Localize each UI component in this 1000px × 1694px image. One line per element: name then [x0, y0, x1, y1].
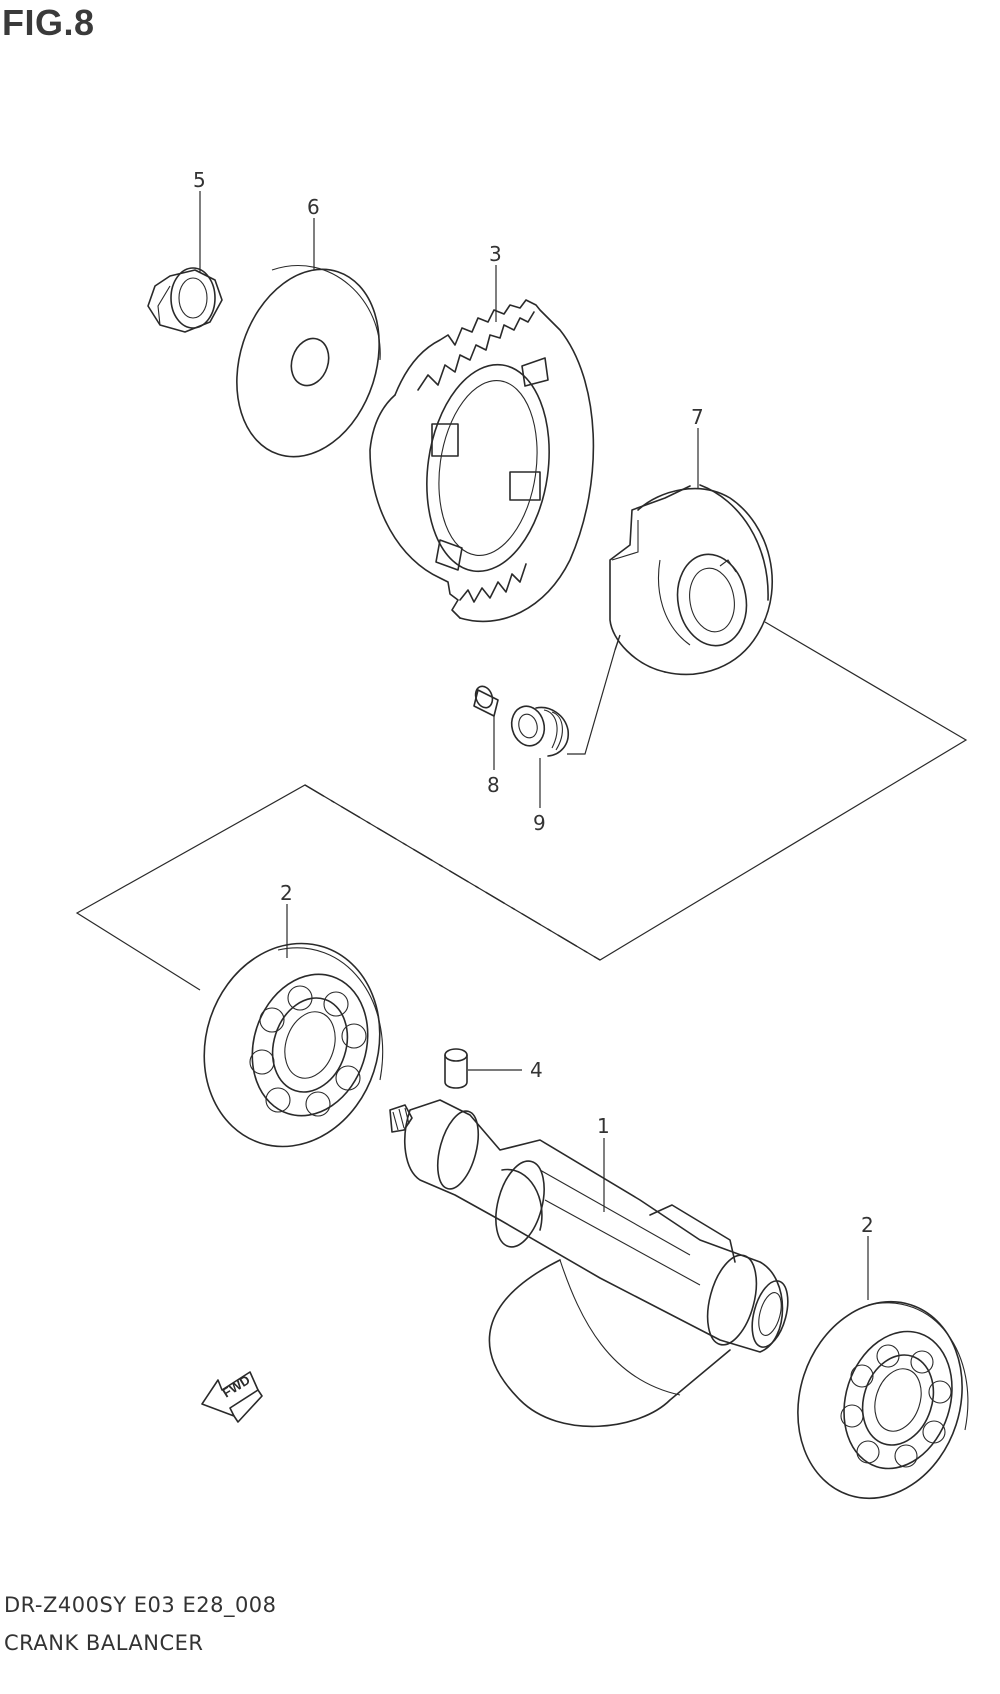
axis-dash-hub	[614, 634, 621, 651]
callout-8: 8	[487, 773, 500, 797]
callout-2a: 2	[280, 881, 293, 905]
callout-3: 3	[489, 242, 502, 266]
part-8-pin[interactable]	[473, 684, 499, 717]
axis-line-spring-hub	[567, 649, 616, 755]
fwd-arrow-icon: FWD	[201, 1371, 263, 1423]
callout-1: 1	[597, 1114, 610, 1138]
callout-4: 4	[530, 1058, 543, 1082]
part-4-dowel[interactable]	[444, 1048, 468, 1089]
part-6-washer[interactable]	[214, 251, 403, 476]
part-2-bearing-right[interactable]	[773, 1280, 987, 1520]
callout-5: 5	[193, 168, 206, 192]
part-5-nut[interactable]	[147, 267, 223, 333]
callout-6: 6	[307, 195, 320, 219]
callout-2b: 2	[861, 1213, 874, 1237]
part-7-hub[interactable]	[609, 484, 773, 676]
assembly-axis-line	[75, 621, 968, 991]
part-9-spring[interactable]	[507, 703, 570, 757]
assembly-axis-dash	[304, 784, 601, 961]
part-1-balancer-shaft[interactable]	[389, 1099, 794, 1428]
figure-code: DR-Z400SY E03 E28_008	[4, 1593, 277, 1617]
part-3-gear[interactable]	[369, 299, 595, 623]
part-2-bearing-left[interactable]	[178, 920, 405, 1169]
callout-9: 9	[533, 811, 546, 835]
figure-name: CRANK BALANCER	[4, 1631, 204, 1655]
figure-title: FIG.8	[2, 2, 95, 43]
callout-7: 7	[691, 405, 704, 429]
